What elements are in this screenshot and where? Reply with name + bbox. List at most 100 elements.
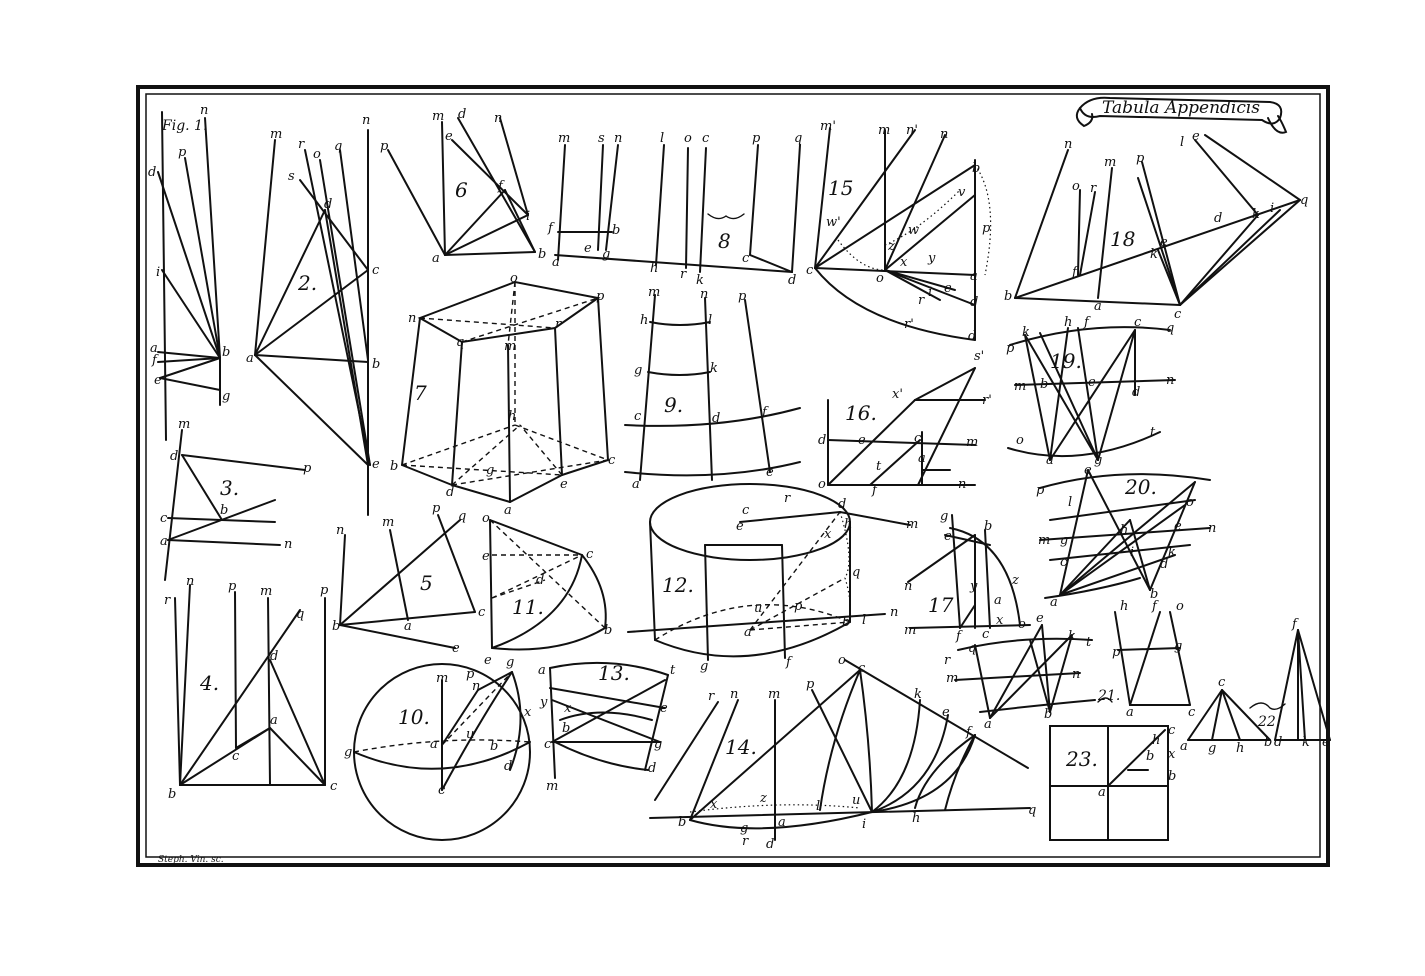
- label: p: [1006, 341, 1015, 356]
- label: i: [928, 285, 932, 300]
- label: o: [818, 477, 826, 492]
- label: r: [742, 834, 749, 849]
- label: f: [497, 179, 505, 194]
- label: m: [946, 671, 958, 686]
- label: y: [539, 695, 548, 710]
- label: g: [740, 821, 748, 836]
- plate-frame-outer: [136, 85, 1330, 867]
- label: k: [914, 687, 922, 702]
- figure-23: 23. c x h b a b: [1049, 723, 1176, 841]
- label: m: [436, 671, 448, 686]
- label: o: [838, 653, 846, 668]
- label: z: [759, 791, 767, 806]
- figure-2: 2. m r s o q n d c a b e: [246, 113, 380, 516]
- label: o: [1176, 599, 1184, 614]
- label: a: [160, 534, 168, 549]
- label: p: [1036, 483, 1045, 498]
- title-ribbon: Tabula Appendicis: [1075, 96, 1288, 134]
- figure-20: 20. e p l o e m g h i k n c d a b: [1036, 463, 1216, 610]
- label: m: [546, 779, 558, 794]
- label: x: [824, 527, 832, 542]
- label: c: [858, 661, 866, 676]
- label: h: [1064, 315, 1072, 330]
- label: c: [1174, 307, 1182, 322]
- label: c: [586, 547, 594, 562]
- label: k: [696, 273, 704, 288]
- label: e: [482, 549, 490, 564]
- label: k: [1168, 545, 1176, 560]
- label: g: [1208, 741, 1216, 756]
- label: t: [876, 459, 882, 474]
- label: k: [1252, 207, 1260, 222]
- figure-5-number: 5: [420, 571, 433, 595]
- figure-21-number: 21.: [1097, 688, 1120, 704]
- figure-6-number: 6: [455, 178, 468, 202]
- label: r: [784, 491, 791, 506]
- label: b: [1044, 707, 1052, 722]
- label: n: [362, 113, 370, 128]
- label: y: [969, 579, 978, 594]
- label: c: [806, 263, 814, 278]
- label: a: [504, 503, 512, 518]
- label: z: [887, 239, 895, 254]
- label: c: [914, 431, 922, 446]
- label: a: [1180, 739, 1188, 754]
- label: d: [1132, 385, 1140, 400]
- label: b: [1168, 769, 1176, 784]
- label: w: [908, 223, 919, 238]
- label: h: [650, 261, 658, 276]
- label: a: [1050, 595, 1058, 610]
- label: m: [904, 623, 916, 638]
- label: c: [634, 409, 642, 424]
- label: d: [968, 329, 976, 344]
- figure-14: 14. r n m p o c k e f l z x a u i g b r …: [649, 653, 1036, 852]
- figure-11: 11. o c d e b: [482, 511, 612, 651]
- label: g: [506, 655, 514, 670]
- label: p: [466, 667, 475, 682]
- label: a: [538, 663, 546, 678]
- label: d: [1160, 557, 1168, 572]
- label: f: [785, 655, 793, 670]
- label: b: [168, 787, 176, 802]
- label: c: [232, 749, 240, 764]
- label: d: [1274, 735, 1282, 750]
- figure-14-number: 14.: [725, 735, 757, 759]
- label: m: [260, 584, 272, 599]
- figure-15-number: 15: [828, 176, 853, 200]
- label: r: [164, 593, 171, 608]
- label: g: [1094, 453, 1102, 468]
- label: b: [1150, 587, 1158, 602]
- label: r: [1090, 181, 1097, 196]
- label: a: [432, 251, 440, 266]
- label: h: [1152, 733, 1160, 748]
- label: r: [708, 689, 715, 704]
- label: o: [1016, 433, 1024, 448]
- label: a: [404, 619, 412, 634]
- figure-17-number: 17: [928, 593, 954, 617]
- engraver-signature: Steph. Vin. sc.: [158, 855, 224, 865]
- label: l: [816, 799, 820, 814]
- label: d: [148, 165, 156, 180]
- label: q: [456, 335, 464, 350]
- label: p: [303, 461, 312, 476]
- plate-title: Tabula Appendicis: [1102, 98, 1260, 118]
- label: q: [1300, 193, 1308, 208]
- label: o: [1072, 179, 1080, 194]
- label: b: [1040, 377, 1048, 392]
- label: n: [284, 537, 292, 552]
- label: e: [372, 457, 380, 472]
- label: b: [1264, 735, 1272, 750]
- label: o: [1186, 495, 1194, 510]
- label: e: [584, 241, 592, 256]
- label: c: [702, 131, 710, 146]
- label: c: [742, 503, 750, 518]
- figure-3-number: 3.: [220, 476, 239, 500]
- label: g: [1174, 639, 1182, 654]
- label: t: [670, 663, 676, 678]
- label: g: [222, 389, 230, 404]
- label: h: [508, 409, 516, 424]
- label: q: [458, 509, 466, 524]
- label: e: [944, 281, 952, 296]
- label: n': [906, 123, 918, 138]
- figure-10-number: 10.: [398, 705, 430, 729]
